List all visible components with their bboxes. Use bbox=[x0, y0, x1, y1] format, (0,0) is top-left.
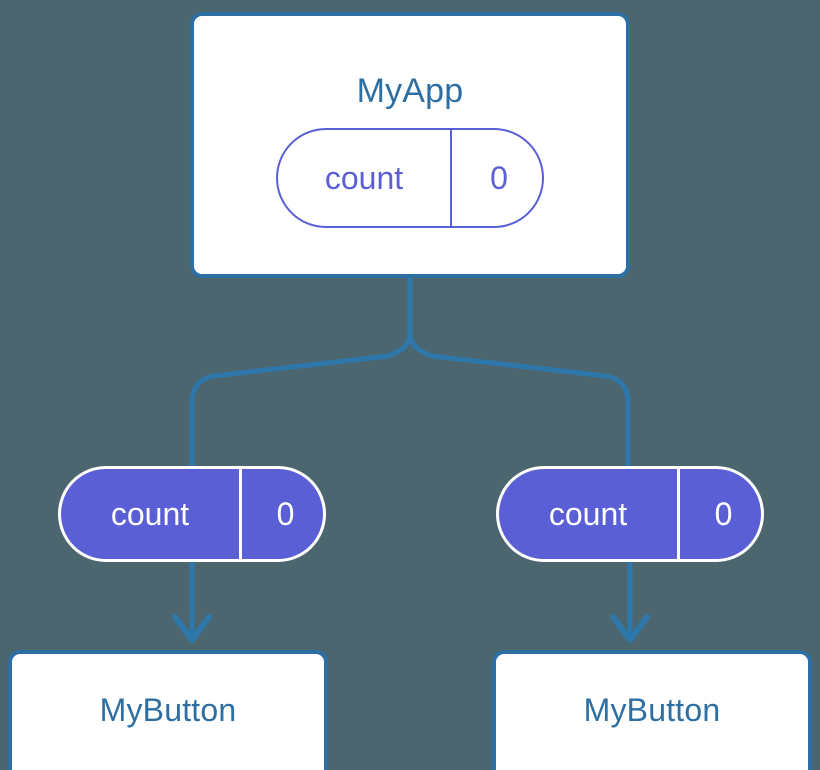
component-title-mybutton-left: MyButton bbox=[99, 692, 237, 728]
state-pill-root[interactable]: count 0 bbox=[276, 128, 544, 228]
component-box-mybutton-left[interactable]: MyButton bbox=[8, 650, 328, 770]
component-box-myapp[interactable]: MyApp bbox=[190, 12, 630, 278]
state-pill-child-left[interactable]: count 0 bbox=[58, 466, 326, 562]
state-pill-child-left-value: 0 bbox=[239, 469, 323, 559]
state-pill-root-value: 0 bbox=[450, 130, 542, 226]
tree-connector-path-right bbox=[407, 329, 631, 473]
arrow-left bbox=[172, 557, 212, 643]
component-title-mybutton-right: MyButton bbox=[583, 692, 721, 728]
state-pill-child-right-key: count bbox=[548, 496, 628, 532]
state-pill-root-key: count bbox=[324, 160, 404, 196]
state-pill-child-right[interactable]: count 0 bbox=[496, 466, 764, 562]
component-box-mybutton-right[interactable]: MyButton bbox=[492, 650, 812, 770]
component-title-myapp: MyApp bbox=[356, 72, 464, 110]
state-pill-child-right-value: 0 bbox=[677, 469, 761, 559]
state-pill-child-left-key: count bbox=[110, 496, 190, 532]
tree-connector-path bbox=[189, 275, 413, 473]
arrow-right bbox=[610, 557, 650, 643]
